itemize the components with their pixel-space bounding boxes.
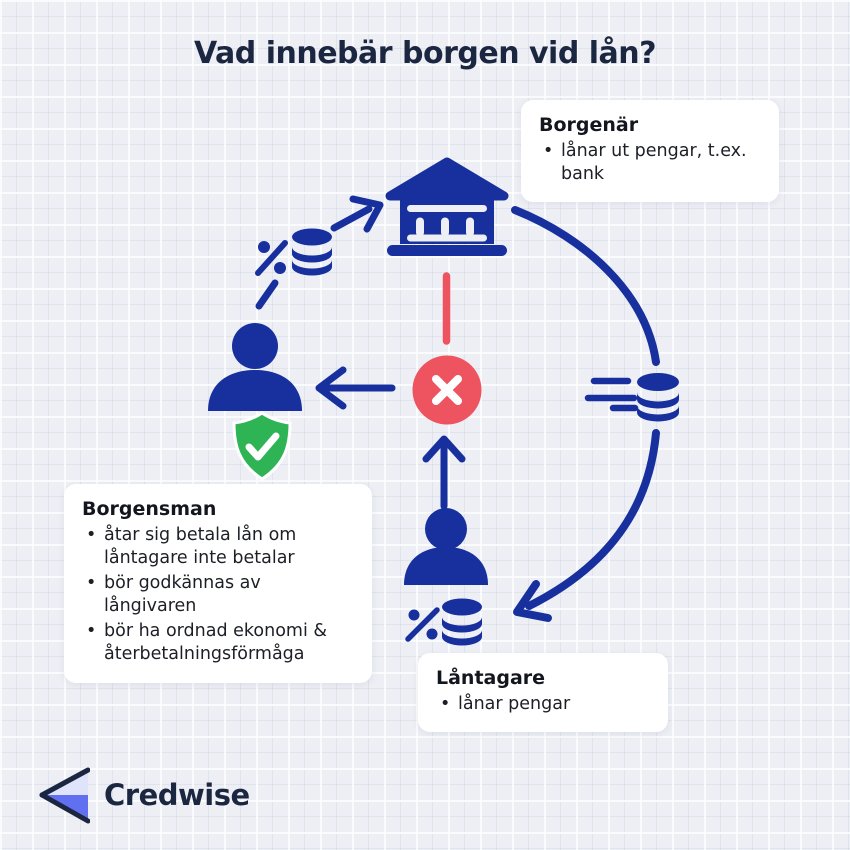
coin-stack-icon xyxy=(442,598,482,646)
curved-arrow-bank-to-borrower xyxy=(511,206,660,622)
card-lantagare: Låntagare lånar pengar xyxy=(418,653,668,733)
speed-lines-icon xyxy=(584,377,639,412)
card-borgensman-title: Borgensman xyxy=(82,498,217,520)
guarantor-person-icon xyxy=(208,323,302,411)
arrow-borrower-to-x xyxy=(422,435,466,510)
card-borgenar: Borgenär lånar ut pengar, t.ex. bank xyxy=(521,100,779,203)
page-title: Vad innebär borgen vid lån? xyxy=(193,36,657,71)
percent-icon xyxy=(255,240,288,276)
credwise-chevrons-icon xyxy=(39,767,90,824)
card-borgenar-title: Borgenär xyxy=(539,114,639,136)
coin-stack-icon xyxy=(292,228,332,276)
bank-icon xyxy=(385,157,509,256)
brand-name: Credwise xyxy=(104,778,250,812)
list-item: bör ha ordnad ekonomi & återbetalningsfö… xyxy=(82,620,354,666)
arrow-x-to-guarantor xyxy=(315,366,396,410)
list-item: lånar ut pengar, t.ex. bank xyxy=(539,140,761,186)
card-borgensman-list: åtar sig betala lån om låntagare inte be… xyxy=(82,524,354,667)
borrower-person-icon xyxy=(404,508,488,585)
shield-check-icon xyxy=(232,411,292,481)
card-lantagare-list: lånar pengar xyxy=(436,693,650,716)
card-borgensman: Borgensman åtar sig betala lån om låntag… xyxy=(64,484,372,683)
brand-logo: Credwise xyxy=(38,766,250,824)
x-circle-icon xyxy=(412,355,482,425)
card-lantagare-title: Låntagare xyxy=(436,667,546,689)
card-borgenar-list: lånar ut pengar, t.ex. bank xyxy=(539,140,761,186)
coin-stack-icon xyxy=(637,373,679,422)
list-item: lånar pengar xyxy=(436,693,650,716)
percent-icon xyxy=(405,607,440,642)
dashed-arrow-guarantor-to-bank xyxy=(255,195,384,310)
list-item: bör godkännas av långivaren xyxy=(82,572,354,618)
list-item: åtar sig betala lån om låntagare inte be… xyxy=(82,524,354,570)
